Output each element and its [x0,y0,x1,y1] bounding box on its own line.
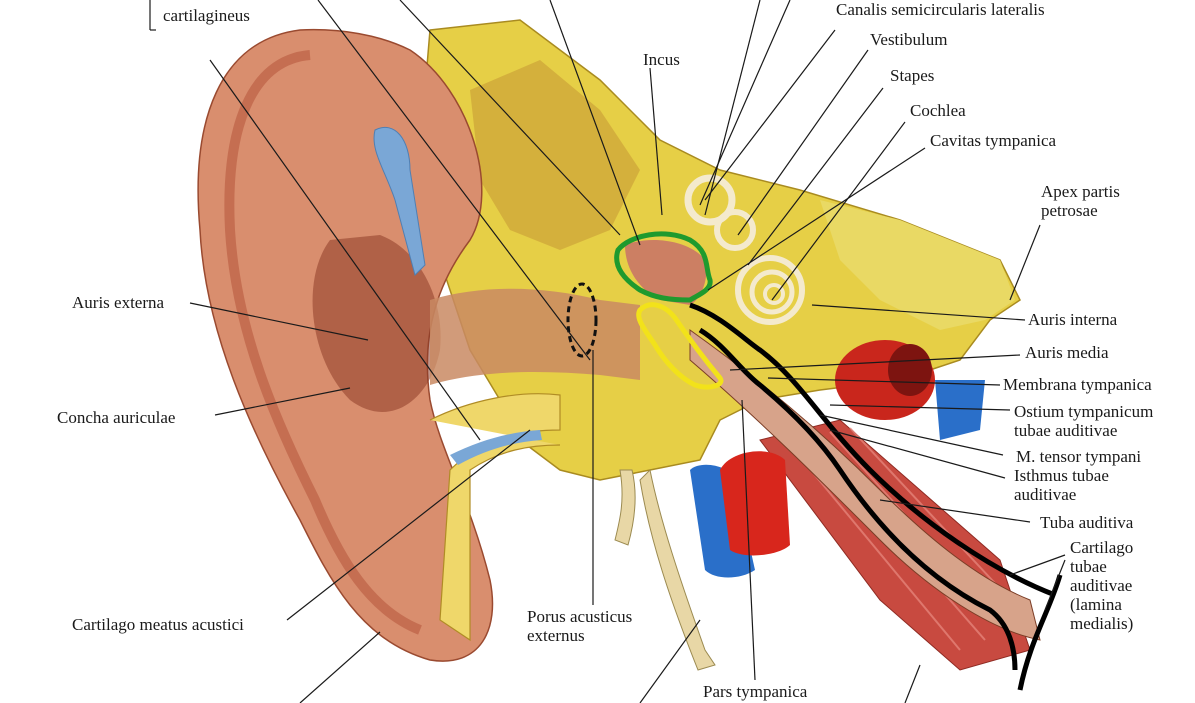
auditory-tube [689,329,1041,641]
label-cavitas-tympanica: Cavitas tympanica [930,131,1057,150]
cochlea-spiral-outer [735,255,805,325]
label-membrana-tympanica: Membrana tympanica [1003,375,1152,394]
upper-cartilage-blue [373,127,426,276]
meatus-cartilage [429,393,561,642]
semicircular-canal-1 [684,174,736,226]
dashed-porus-outline [566,282,598,358]
label-tuba-auditiva: Tuba auditiva [1040,513,1134,532]
label-cartilago-tubae: Cartilago tubae auditivae (lamina medial… [1070,538,1134,633]
artery-left [720,451,790,556]
helix-rim [224,50,422,635]
label-m-tensor-tympani: M. tensor tympani [1016,447,1142,466]
label-canalis-semicircularis: Canalis semicircularis lateralis [836,0,1045,19]
mastoid-cells [470,60,640,250]
label-auris-media: Auris media [1025,343,1109,362]
artery-right-lumen [888,344,932,396]
label-auris-externa: Auris externa [72,293,165,312]
tympanic-cavity [625,240,707,305]
label-isthmus-tubae: Isthmus tubae auditivae [1014,466,1109,504]
black-tube-outline-tip [1017,574,1063,691]
label-incus: Incus [643,50,680,69]
leader-lines [149,0,1066,703]
cochlea-spiral-mid [749,269,795,315]
semicircular-canal-2 [714,209,756,251]
label-porus-acusticus: Porus acusticus externus [527,607,633,645]
external-canal [430,288,640,385]
label-pars-tympanica: Pars tympanica [703,682,808,701]
label-stapes: Stapes [890,66,935,85]
petrous-apex [820,200,1015,330]
label-cochlea: Cochlea [910,101,966,120]
label-ostium-tympanicum: Ostium tympanicum tubae auditivae [1014,402,1154,440]
label-cartilago-meatus: Cartilago meatus acustici [72,615,244,634]
label-vestibulum: Vestibulum [870,30,948,49]
cochlea-spiral-inner [763,283,785,305]
label-cartilagineus: cartilagineus [163,6,250,25]
label-concha-auriculae: Concha auriculae [57,408,176,427]
label-auris-interna: Auris interna [1028,310,1118,329]
yellow-outline [636,302,724,390]
green-outline [614,231,713,303]
label-apex-partis-petrosae: Apex partis petrosae [1041,182,1120,220]
black-tube-outline-lower [698,327,1018,671]
concha-shadow [312,235,441,412]
styloid-process [639,468,716,671]
inner-ear [684,174,805,325]
tympanic-process [614,469,636,546]
vein-right [935,380,985,440]
